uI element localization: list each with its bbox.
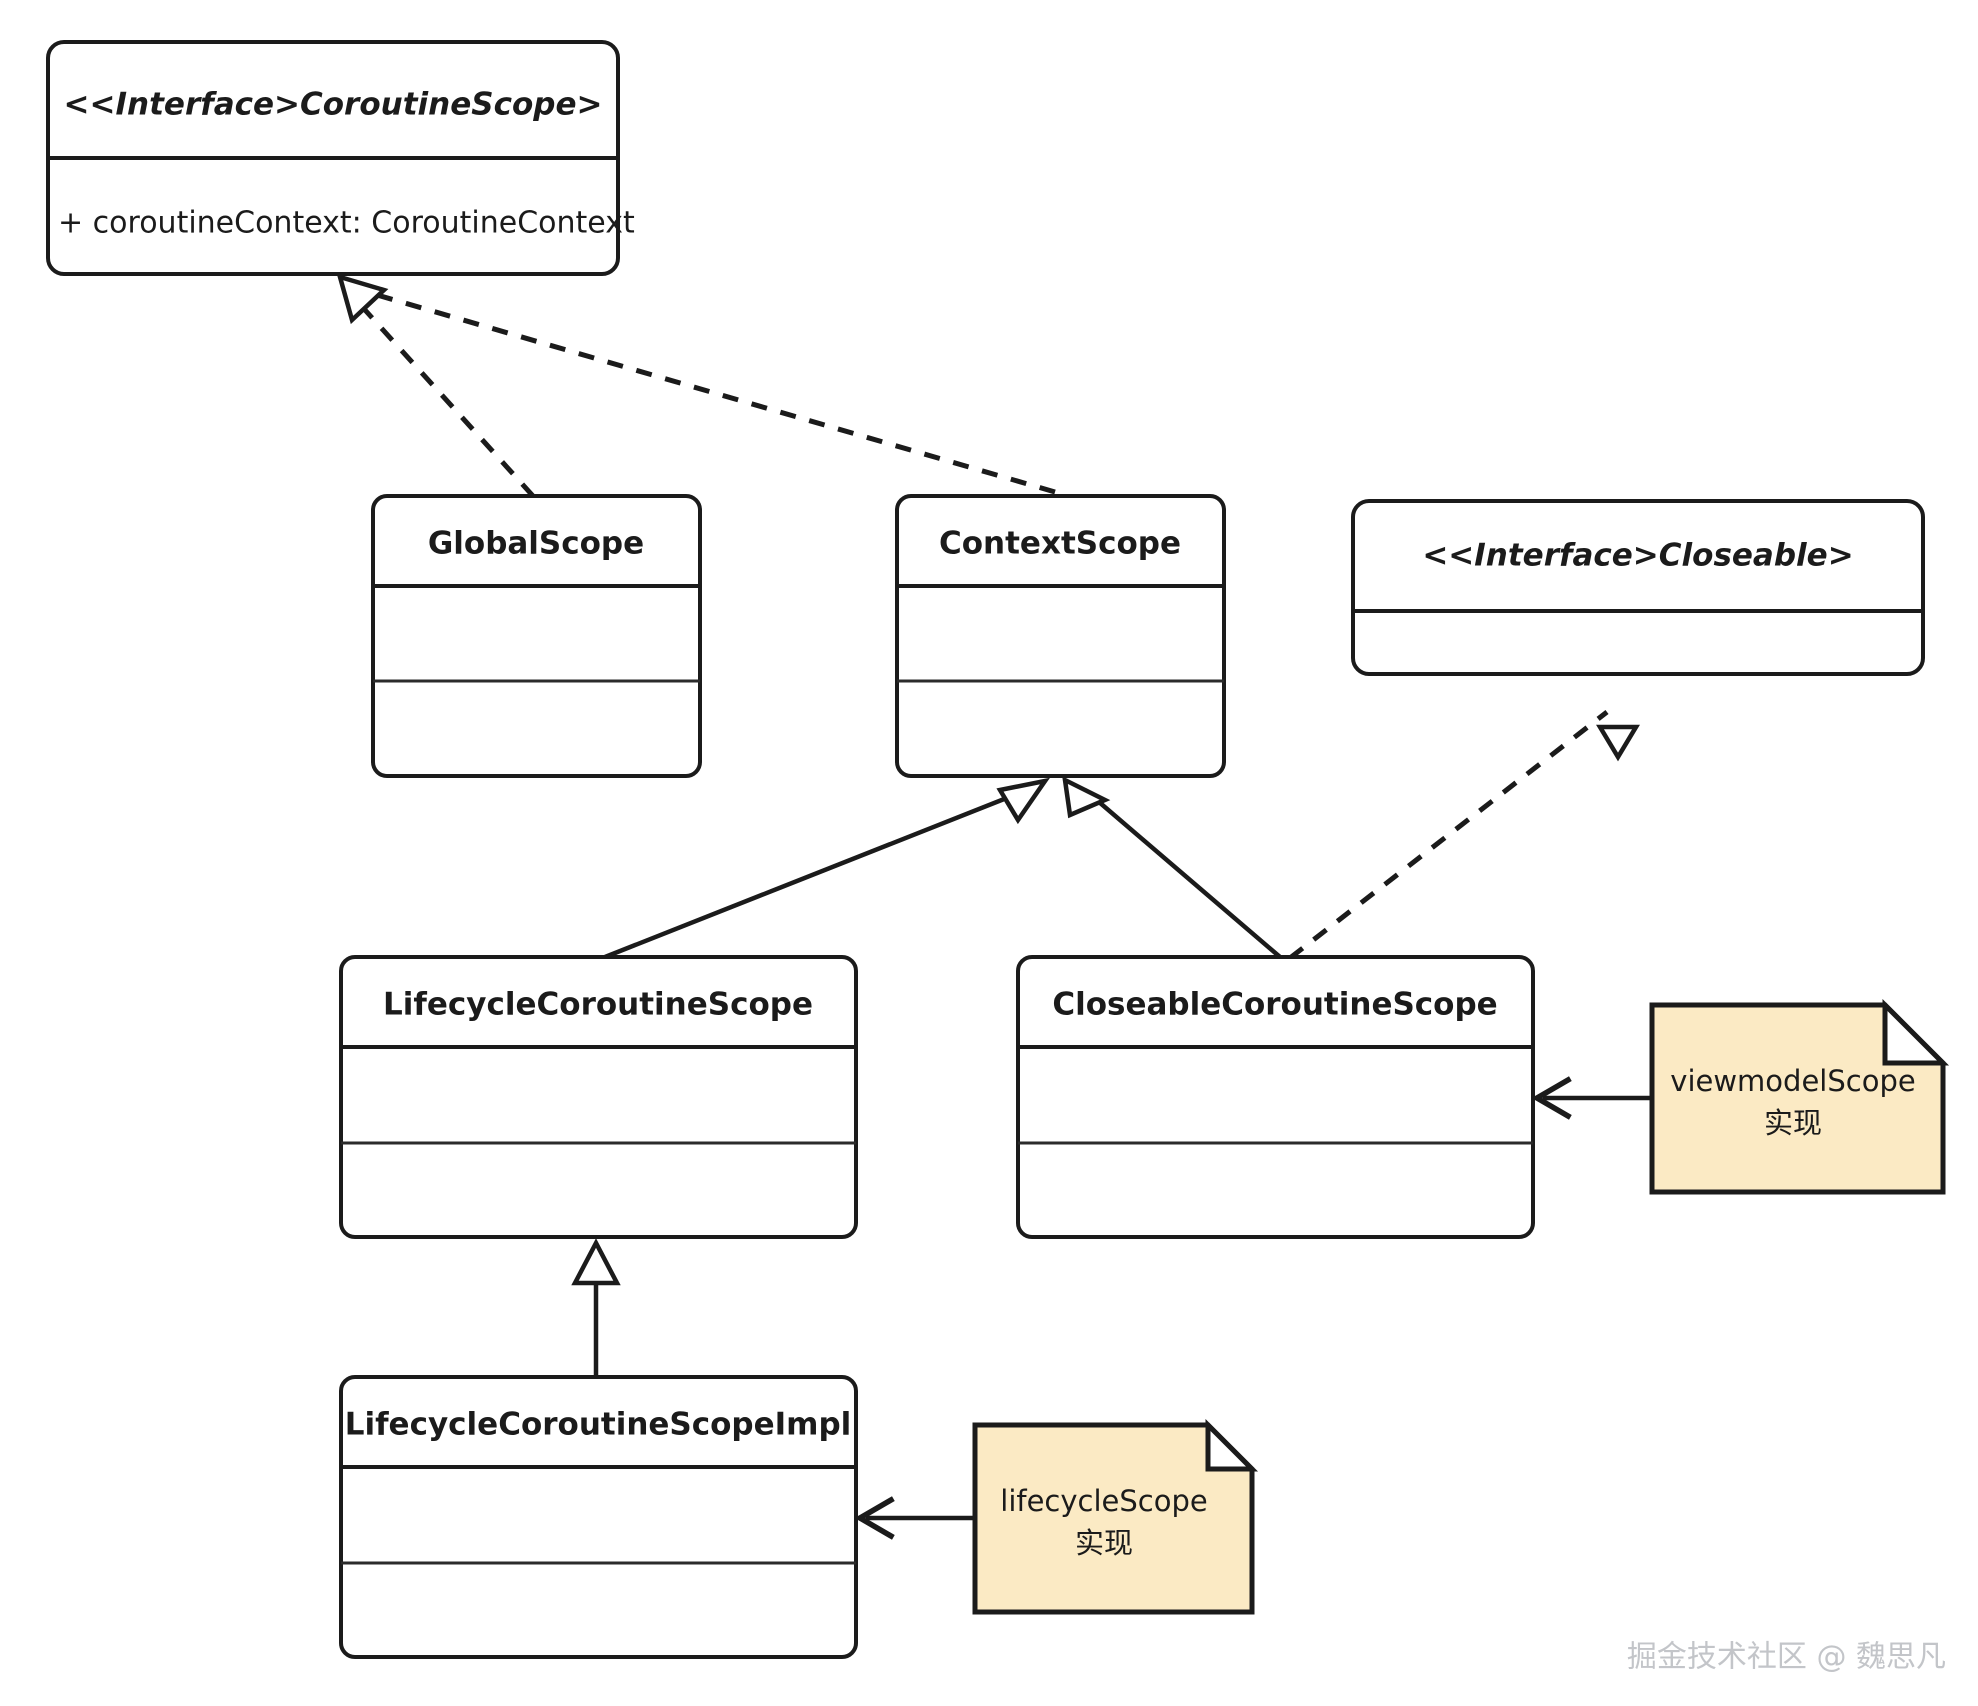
note-viewmodelscope[interactable]: viewmodelScope 实现 xyxy=(1649,998,1950,1195)
class-box-closeablecoroutinescope[interactable]: CloseableCoroutineScope xyxy=(1016,955,1535,1239)
note-lifecyclescope-line2: 实现 xyxy=(1075,1526,1133,1560)
class-title-closeablecoroutinescope: CloseableCoroutineScope xyxy=(1052,987,1497,1023)
edge-viewmodelscope-note-link xyxy=(1531,1076,1652,1120)
watermark-text: 掘金技术社区 @ 魏思凡 xyxy=(1627,1640,1946,1675)
edge-closeablecoroutinescope-extends-contextscope xyxy=(1062,776,1282,959)
edge-contextscope-realizes-coroutinescope xyxy=(359,287,1056,495)
note-viewmodelscope-line1: viewmodelScope xyxy=(1670,1064,1915,1098)
class-title-lifecyclecoroutinescopeimpl: LifecycleCoroutineScopeImpl xyxy=(345,1407,852,1443)
class-title-lifecyclecoroutinescope: LifecycleCoroutineScope xyxy=(383,987,813,1023)
note-lifecyclescope[interactable]: lifecycleScope 实现 xyxy=(972,1418,1259,1615)
class-box-lifecyclecoroutinescope[interactable]: LifecycleCoroutineScope xyxy=(339,955,858,1239)
class-box-closeable[interactable]: <<Interface>Closeable> xyxy=(1351,499,1925,676)
class-box-contextscope[interactable]: ContextScope xyxy=(895,494,1226,778)
edge-lifecyclecoroutinescopeimpl-extends-lifecyclecoroutinescope xyxy=(571,1238,621,1377)
class-box-lifecyclecoroutinescopeimpl[interactable]: LifecycleCoroutineScopeImpl xyxy=(339,1375,858,1659)
edge-lifecyclescope-note-link xyxy=(854,1496,975,1540)
realization-arrowhead-coroutinescope xyxy=(336,273,389,325)
class-attribute-coroutinecontext: + coroutineContext: CoroutineContext xyxy=(58,206,635,241)
note-lifecyclescope-line1: lifecycleScope xyxy=(1000,1484,1207,1518)
edge-globalscope-realizes-coroutinescope xyxy=(354,298,535,498)
edge-closeablecoroutinescope-realizes-closeable xyxy=(1288,710,1640,960)
edge-lifecyclecoroutinescope-extends-contextscope xyxy=(604,777,1051,960)
class-title-closeable: <<Interface>Closeable> xyxy=(1422,538,1853,574)
class-box-globalscope[interactable]: GlobalScope xyxy=(371,494,702,778)
class-title-globalscope: GlobalScope xyxy=(428,526,644,562)
class-box-coroutinescope[interactable]: <<Interface>CoroutineScope> + coroutineC… xyxy=(46,40,635,276)
note-viewmodelscope-line2: 实现 xyxy=(1764,1106,1822,1140)
class-title-coroutinescope: <<Interface>CoroutineScope> xyxy=(64,87,603,123)
class-title-contextscope: ContextScope xyxy=(939,526,1181,562)
